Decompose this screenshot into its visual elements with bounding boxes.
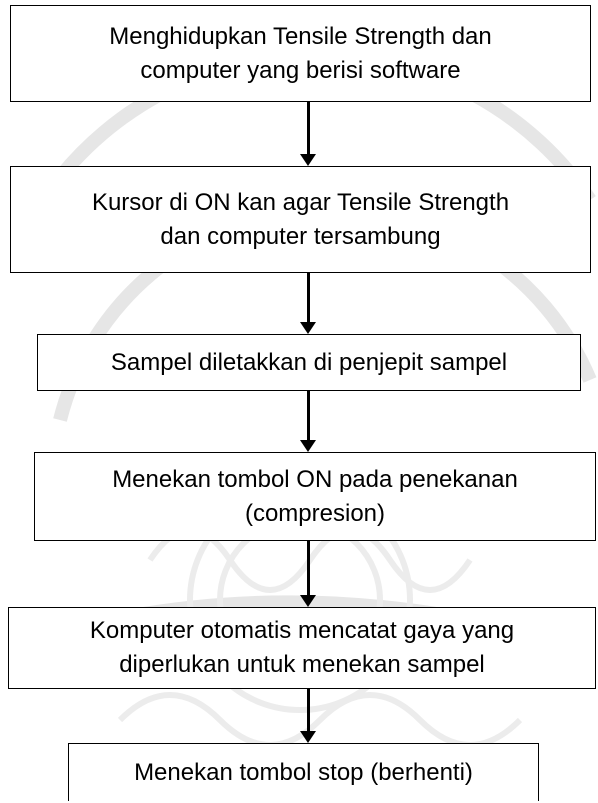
flow-step-4: Menekan tombol ON pada penekanan (compre… [34, 452, 596, 541]
flow-step-2-line-1: Kursor di ON kan agar Tensile Strength [91, 188, 510, 216]
arrow-5-to-6 [300, 689, 316, 743]
flow-step-4-line-1: Menekan tombol ON pada penekanan [112, 465, 518, 493]
flow-step-3-line-1: Sampel diletakkan di penjepit sampel [110, 348, 508, 376]
flow-step-1-line-1: Menghidupkan Tensile Strength dan [109, 22, 492, 50]
flow-step-3: Sampel diletakkan di penjepit sampel [37, 334, 581, 391]
flow-step-2-line-2: dan computer tersambung [160, 222, 441, 250]
arrow-2-to-3 [300, 273, 316, 334]
arrow-3-to-4 [300, 391, 316, 452]
flow-step-1: Menghidupkan Tensile Strength dan comput… [10, 5, 591, 102]
flow-step-6-line-1: Menekan tombol stop (berhenti) [134, 758, 473, 786]
arrow-1-to-2 [300, 102, 316, 166]
flow-step-6: Menekan tombol stop (berhenti) [68, 743, 539, 801]
flow-step-5-line-1: Komputer otomatis mencatat gaya yang [89, 617, 515, 644]
flow-step-5: Komputer otomatis mencatat gaya yang dip… [8, 607, 596, 689]
flow-step-2: Kursor di ON kan agar Tensile Strength d… [10, 166, 591, 273]
arrow-4-to-5 [300, 541, 316, 607]
flow-step-1-line-2: computer yang berisi software [140, 56, 461, 84]
flow-step-5-line-2: diperlukan untuk menekan sampel [119, 651, 485, 678]
flow-step-4-line-2: (compresion) [244, 499, 386, 527]
